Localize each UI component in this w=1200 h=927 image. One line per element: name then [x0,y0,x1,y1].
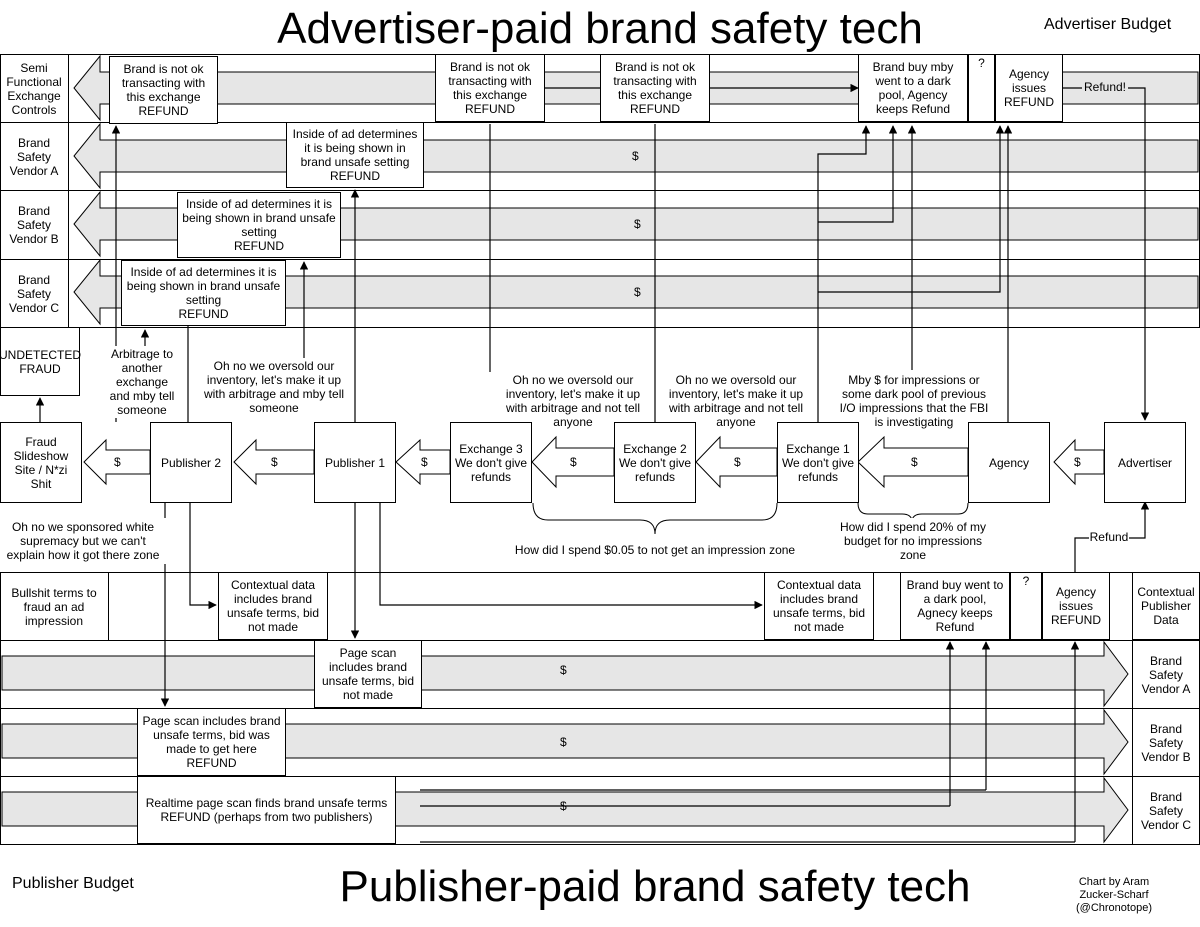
exchange2-to-exchange3-arrow [531,435,615,489]
pub-vendor-a-dollar: $ [560,663,567,677]
flow-dollar-1: $ [114,455,121,469]
inside-ad-box-a: Inside of ad determines it is being show… [286,122,424,188]
arbitrage-note: Arbitrage to another exchange and mby te… [100,346,184,418]
exchange2-node: Exchange 2 We don't give refunds [614,422,696,503]
flow-dollar-3: $ [421,455,428,469]
lane-label-vendor-a: Brand Safety Vendor A [9,135,59,178]
cents-zone-label: How did I spend $0.05 to not get an impr… [514,543,796,557]
dark-pool-box-bottom: Brand buy went to a dark pool, Agnecy ke… [900,572,1010,640]
publisher1-node: Publisher 1 [314,422,396,503]
agency-to-exchange1-arrow [857,435,969,489]
agency-refund-box-bottom: Agency issues REFUND [1042,572,1110,640]
advertiser-node: Advertiser [1104,422,1186,503]
flow-dollar-6: $ [911,455,918,469]
vendor-a-dollar: $ [632,149,639,163]
lane-label-vendor-c: Brand Safety Vendor C [8,272,60,315]
flow-dollar-4: $ [570,455,577,469]
bullshit-terms-label: Bullshit terms to fraud an ad impression [11,585,97,628]
contextual-publisher-data: Contextual Publisher Data [1132,572,1200,640]
top-title: Advertiser-paid brand safety tech [277,4,923,53]
exchange1-node: Exchange 1 We don't give refunds [777,422,859,503]
vendor-c-dollar: $ [634,285,641,299]
not-ok-box-2: Brand is not ok transacting with this ex… [435,54,545,122]
publisher2-to-fraud-arrow [83,438,151,486]
sponsored-zone-label: Oh no we sponsored white supremacy but w… [0,518,166,564]
advertiser-to-agency-arrow [1053,438,1105,486]
advertiser-budget-label: Advertiser Budget [1044,16,1172,33]
pub-lane-label-vendor-c: Brand Safety Vendor C [1140,789,1192,832]
pub-lane-label-vendor-a: Brand Safety Vendor A [1141,653,1191,696]
lane-label-semi: Semi Functional Exchange Controls [6,60,62,117]
lane-label-vendor-b: Brand Safety Vendor B [9,204,59,246]
publisher-budget-label: Publisher Budget [12,875,134,892]
publisher2-node: Publisher 2 [150,422,232,503]
fbi-note: Mby $ for impressions or some dark pool … [832,372,996,430]
publisher1-to-publisher2-arrow [233,438,315,486]
agency-node: Agency [968,422,1050,503]
not-ok-box-3: Brand is not ok transacting with this ex… [600,54,710,122]
inside-ad-box-c: Inside of ad determines it is being show… [121,260,286,326]
contextual-box-2: Contextual data includes brand unsafe te… [764,572,874,640]
money-flow-arrows [83,435,1105,489]
pub-vendor-b-dollar: $ [560,735,567,749]
oversold-exchange3-note: Oh no we oversold our inventory, let's m… [500,372,646,430]
flow-dollar-7: $ [1074,455,1081,469]
contextual-box-1: Contextual data includes brand unsafe te… [218,572,328,640]
question-box-top: ? [968,54,995,122]
realtime-scan-box: Realtime page scan finds brand unsafe te… [137,776,396,844]
percent-zone-label: How did I spend 20% of my budget for no … [830,518,996,564]
credit-text: Chart by Aram Zucker-Scharf (@Chronotope… [1076,876,1152,914]
fraud-site-node: Fraud Slideshow Site / N*zi Shit [0,422,82,503]
inside-ad-box-b: Inside of ad determines it is being show… [177,192,341,258]
page-scan-box-1: Page scan includes brand unsafe terms, b… [314,640,422,708]
pub-vendor-c-dollar: $ [560,799,567,813]
refund-label-top: Refund! [1082,80,1128,94]
agency-refund-box-top: Agency issues REFUND [995,54,1063,122]
undetected-fraud-box: UNDETECTED FRAUD [0,328,81,396]
exchange1-to-exchange2-arrow [695,435,778,489]
refund-label-bottom: Refund [1089,530,1129,544]
exchange3-node: Exchange 3 We don't give refunds [450,422,532,503]
oversold-exchange2-note: Oh no we oversold our inventory, let's m… [662,372,810,430]
exchange3-to-publisher1-arrow [395,438,451,486]
bottom-title: Publisher-paid brand safety tech [339,862,971,911]
oversold-publisher-note: Oh no we oversold our inventory, let's m… [196,358,352,416]
vendor-b-dollar: $ [634,217,641,231]
page-scan-box-2: Page scan includes brand unsafe terms, b… [137,708,286,776]
flow-dollar-5: $ [734,455,741,469]
question-box-bottom: ? [1010,572,1042,640]
pub-vendor-a-band-arrow [1,640,1129,708]
not-ok-box-1: Brand is not ok transacting with this ex… [109,56,218,124]
dark-pool-box-top: Brand buy mby went to a dark pool, Agenc… [858,54,968,122]
flow-dollar-2: $ [271,455,278,469]
pub-lane-label-vendor-b: Brand Safety Vendor B [1141,721,1191,764]
